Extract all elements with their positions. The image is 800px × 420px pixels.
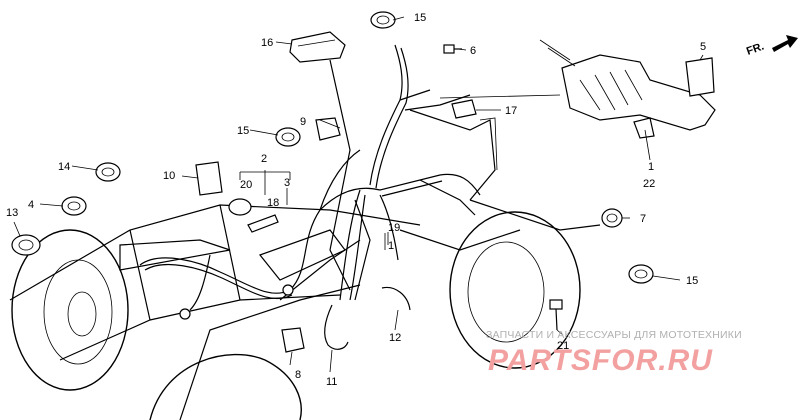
front-direction-indicator: FR.: [745, 35, 798, 58]
watermark-tagline: ЗАПЧАСТИ И АКСЕССУАРЫ ДЛЯ МОТОТЕХНИКИ: [486, 329, 742, 341]
callout-14: 14: [58, 161, 70, 173]
watermark-logo: PARTSFOR.RU: [488, 344, 713, 377]
wiring-harness: [139, 44, 481, 320]
callout-21: 21: [557, 340, 569, 352]
callout-15-top: 15: [414, 12, 426, 24]
callout-13: 13: [6, 207, 18, 219]
callout-8: 8: [295, 369, 301, 381]
vehicle-frame: [9, 59, 601, 420]
callout-16: 16: [261, 37, 273, 49]
callout-19: 19: [388, 222, 400, 234]
harness-parts: [11, 11, 716, 353]
callout-10: 10: [163, 170, 175, 182]
callout-4: 4: [28, 199, 34, 211]
callout-3: 3: [284, 177, 290, 189]
callout-5: 5: [700, 41, 706, 53]
callout-15-mid: 15: [237, 125, 249, 137]
callout-2: 2: [261, 153, 267, 165]
bracket-2: [239, 171, 291, 180]
callout-20: 20: [240, 179, 252, 191]
callout-7: 7: [640, 213, 646, 225]
callout-12: 12: [389, 332, 401, 344]
callout-18: 18: [267, 197, 279, 209]
leader-lines: [13, 16, 704, 373]
callout-11: 11: [326, 376, 337, 388]
callout-1-harness: 1: [388, 240, 394, 252]
watermark: ЗАПЧАСТИ И АКСЕССУАРЫ ДЛЯ МОТОТЕХНИКИ PA…: [486, 329, 742, 377]
part-callouts: 15 16 6 17 5 1 22 9 15 2 10 20 3 18 14 4…: [6, 12, 706, 388]
callout-9: 9: [300, 116, 306, 128]
callout-22: 22: [643, 178, 655, 190]
arrow-right-icon: [772, 35, 798, 52]
callout-6: 6: [470, 45, 476, 57]
callout-1-fusebox: 1: [648, 161, 654, 173]
fr-label: FR.: [745, 40, 766, 57]
callout-17: 17: [505, 105, 517, 117]
callout-15-right: 15: [686, 275, 698, 287]
